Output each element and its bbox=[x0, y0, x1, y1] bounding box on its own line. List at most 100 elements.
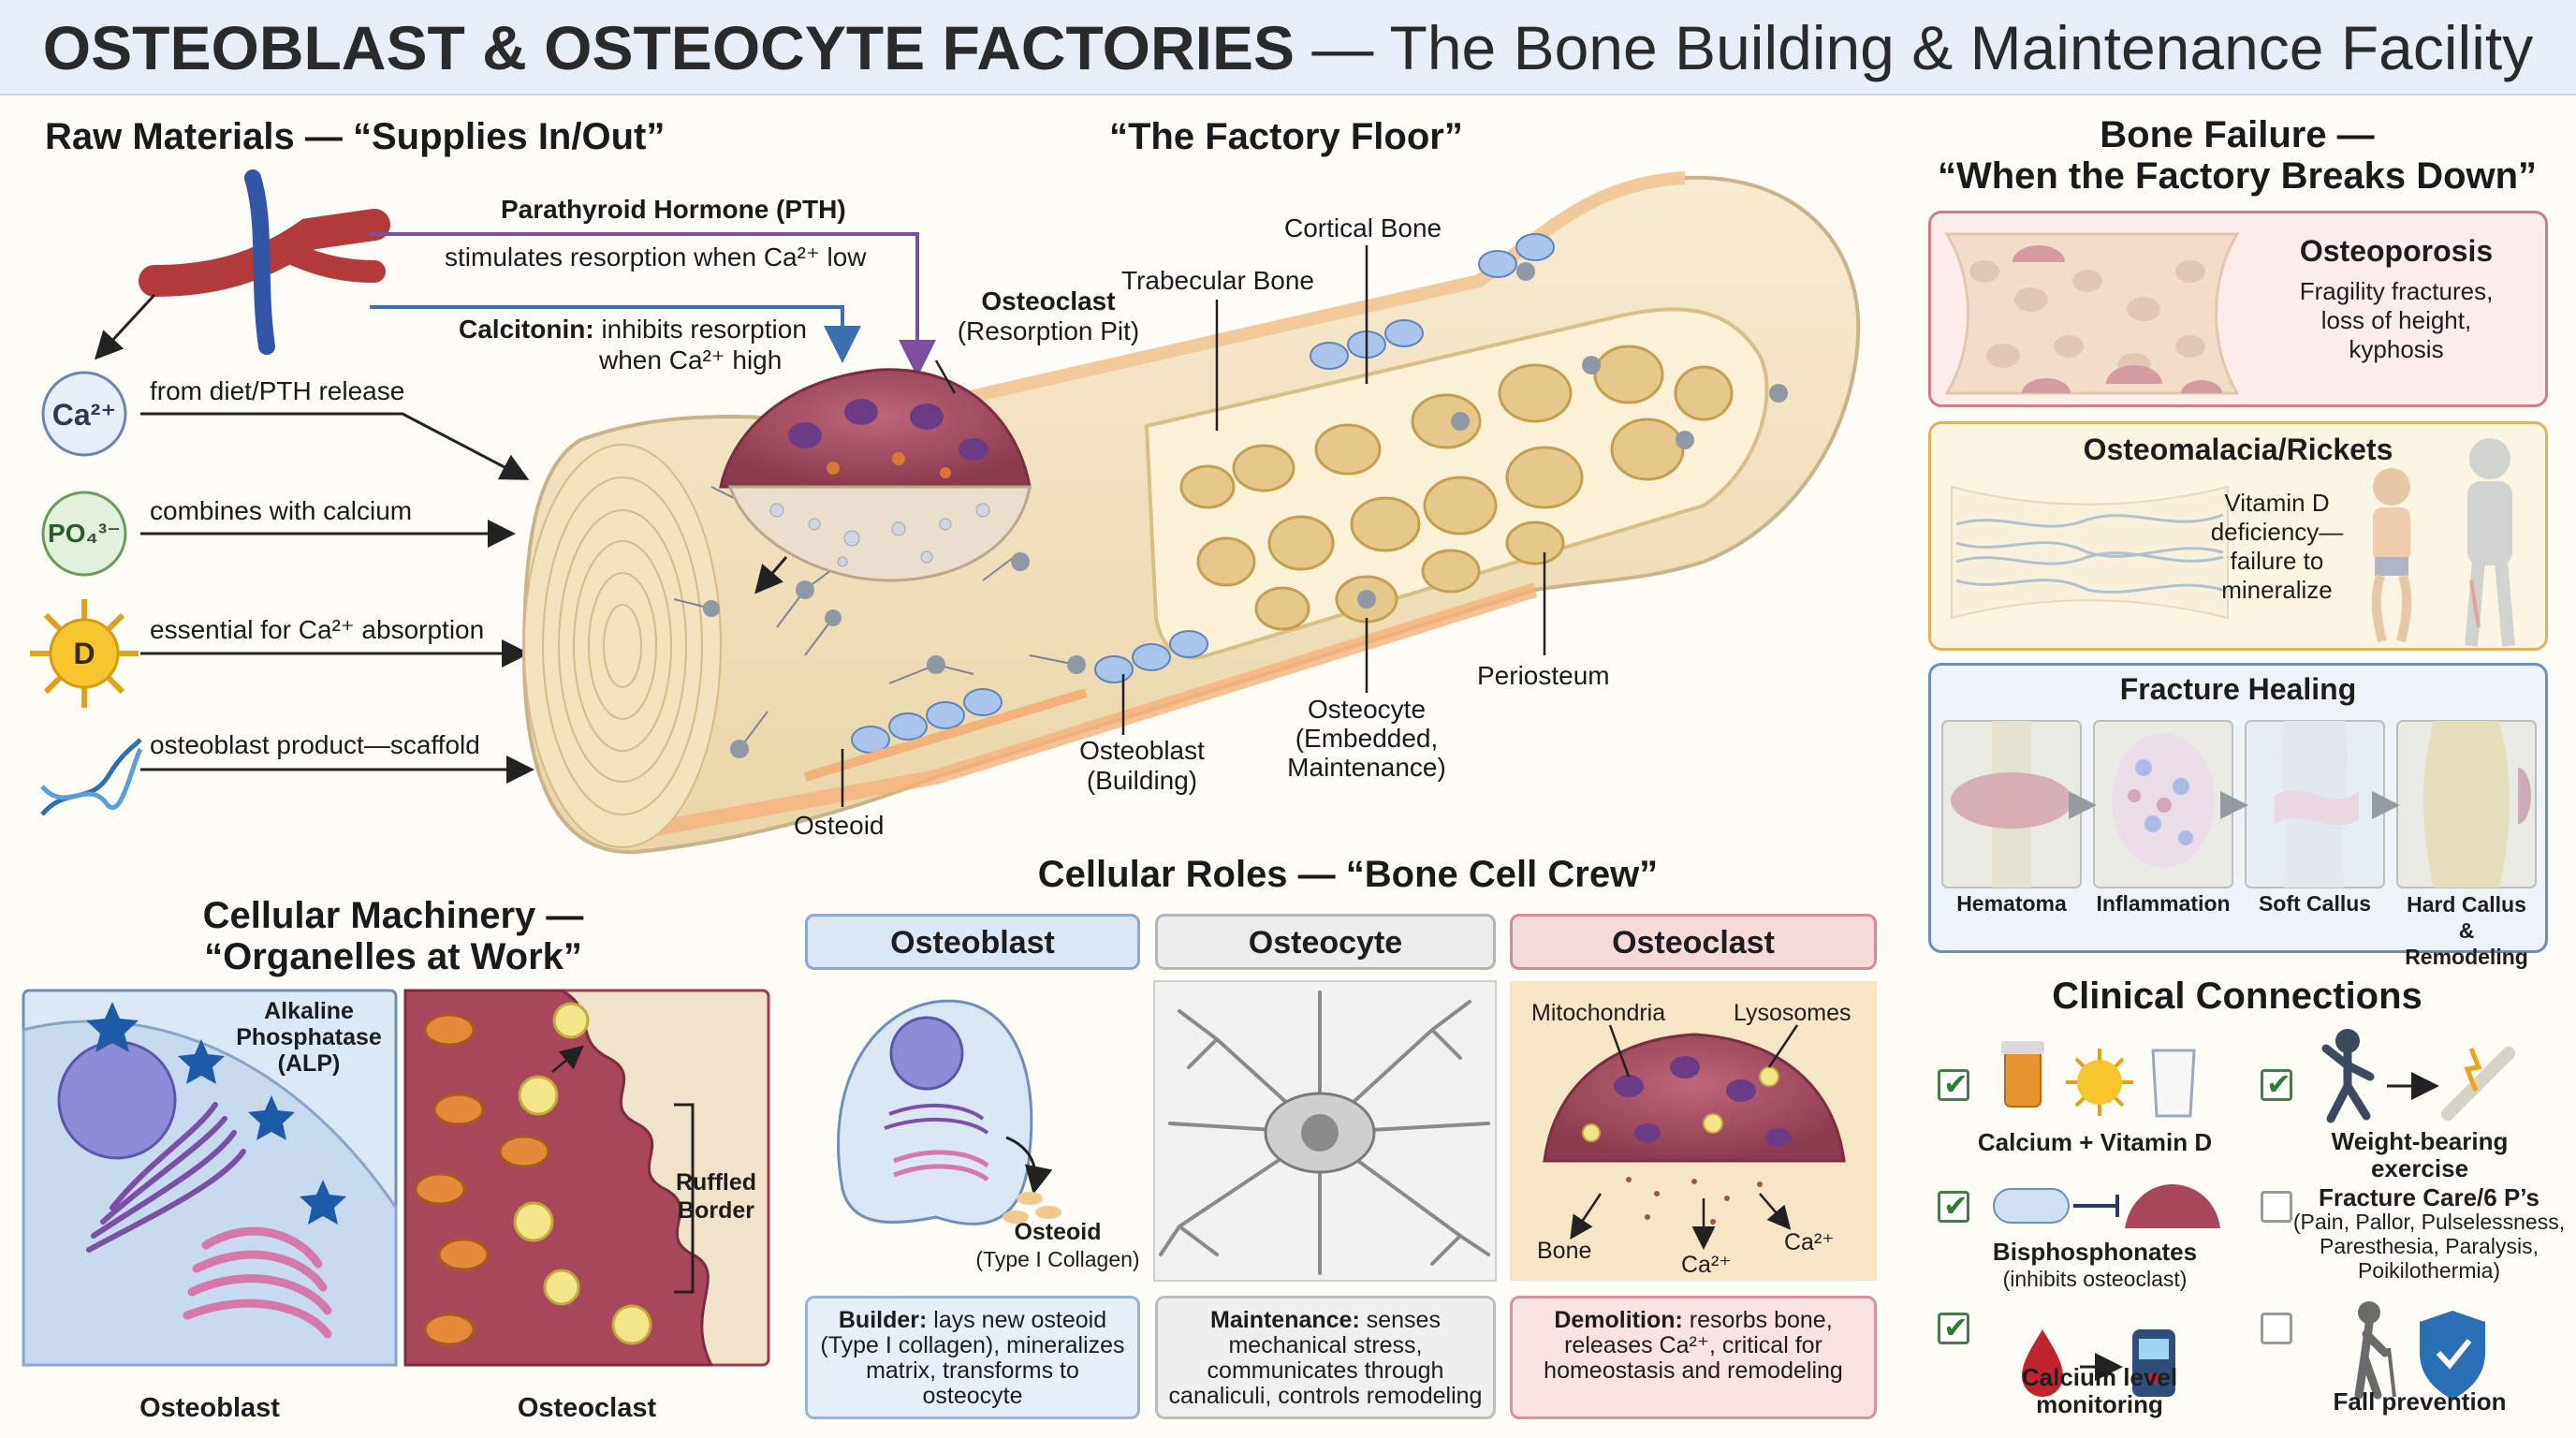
monitoring-line-2: monitoring bbox=[2036, 1390, 2163, 1418]
pth-title: Parathyroid Hormone (PTH) bbox=[501, 195, 846, 224]
osteoporosis-desc-3: kyphosis bbox=[2349, 335, 2444, 363]
osteoporosis-desc: Fragility fractures, loss of height, kyp… bbox=[2247, 277, 2546, 364]
crew-osteoid-label: Osteoid bbox=[1014, 1219, 1102, 1245]
alp-line-1: Alkaline bbox=[264, 998, 354, 1024]
crew-ca-label-2: Ca²⁺ bbox=[1784, 1229, 1835, 1255]
fracture-care-sub-1: (Pain, Pallor, Pulselessness, bbox=[2292, 1210, 2566, 1234]
monitoring-line-1: Calcium level bbox=[2021, 1363, 2178, 1391]
crew-osteoblast-title: Osteoblast bbox=[805, 914, 1140, 970]
osteomalacia-desc-2: deficiency— bbox=[2210, 518, 2344, 546]
crew-osteoclast-title: Osteoclast bbox=[1510, 914, 1877, 970]
osteocyte-sublabel-2: Maintenance) bbox=[1287, 753, 1446, 782]
fracture-care-line-1: Fracture Care/6 P’s bbox=[2318, 1183, 2540, 1211]
machinery-title-1: Cellular Machinery — bbox=[202, 895, 584, 936]
cortical-label: Cortical Bone bbox=[1284, 213, 1442, 242]
osteomalacia-title: Osteomalacia/Rickets bbox=[2083, 433, 2393, 466]
ruffled-line-1: Ruffled bbox=[675, 1169, 757, 1196]
osteomalacia-desc-4: mineralize bbox=[2221, 576, 2333, 604]
checkbox-bisphosphonates[interactable] bbox=[1938, 1188, 1969, 1224]
osteoporosis-panel bbox=[1928, 211, 2548, 407]
osteoclast-label: Osteoclast bbox=[981, 286, 1116, 315]
osteoblast-role: Builder: bbox=[838, 1307, 928, 1333]
calcium-text: from diet/PTH release bbox=[150, 376, 405, 405]
crew-osteocyte-title: Osteocyte bbox=[1155, 914, 1496, 970]
checkbox-calcium[interactable] bbox=[1938, 1066, 1969, 1102]
bisphosphonates-sub: (inhibits osteoclast) bbox=[2002, 1267, 2188, 1291]
fracture-stage-soft-callus: Soft Callus bbox=[2258, 891, 2372, 916]
calcium-vitamin-d-icons bbox=[2001, 1041, 2196, 1118]
osteoclast-role-text: resorbs bone, releases Ca²⁺, critical fo… bbox=[1544, 1307, 1843, 1384]
clinical-bisphosphonates-label: Bisphosphonates (inhibits osteoclast) bbox=[1973, 1238, 2217, 1292]
clinical-fracture-care-label: Fracture Care/6 P’s (Pain, Pallor, Pulse… bbox=[2289, 1185, 2569, 1283]
phosphate-text: combines with calcium bbox=[150, 496, 413, 525]
long-bone bbox=[521, 171, 1861, 855]
title-bold: OSTEOBLAST & OSTEOCYTE FACTORIES bbox=[42, 13, 1295, 82]
hard-callus-line-1: Hard Callus & bbox=[2407, 892, 2526, 943]
osteoclast-role: Demolition: bbox=[1554, 1307, 1683, 1333]
weight-bearing-icons bbox=[2321, 1029, 2515, 1123]
calcitonin-bold: Calcitonin: bbox=[459, 315, 594, 344]
osteocyte-role-text: senses mechanical stress, communicates t… bbox=[1168, 1307, 1483, 1409]
osteoid-label: Osteoid bbox=[794, 811, 885, 840]
blood-vessel-icon bbox=[139, 169, 390, 355]
calcitonin-rest: inhibits resorption bbox=[593, 315, 807, 344]
vitamin-d-symbol: D bbox=[73, 637, 95, 670]
osteocyte-sublabel-1: (Embedded, bbox=[1295, 724, 1439, 753]
fracture-care-sub-2: Paresthesia, Paralysis, bbox=[2320, 1234, 2539, 1258]
crew-osteoclast-desc: Demolition: resorbs bone, releases Ca²⁺,… bbox=[1510, 1296, 1877, 1419]
ruffled-line-2: Border bbox=[678, 1197, 754, 1224]
vitamin-d-sun-icon bbox=[30, 599, 139, 708]
osteoblast-organelles-art bbox=[22, 989, 398, 1367]
fall-prevention-icons bbox=[2354, 1301, 2485, 1400]
checkbox-fracture-care[interactable] bbox=[2261, 1191, 2292, 1223]
factory-floor-title: “The Factory Floor” bbox=[1109, 116, 1463, 157]
machinery-osteoclast-caption: Osteoclast bbox=[517, 1393, 657, 1423]
alp-line-3: (ALP) bbox=[277, 1050, 341, 1077]
bisphosphonates-line-1: Bisphosphonates bbox=[1992, 1238, 2198, 1266]
checkbox-calcium-monitoring[interactable] bbox=[1938, 1310, 1969, 1345]
osteomalacia-panel bbox=[1928, 421, 2548, 651]
crew-title: Cellular Roles — “Bone Cell Crew” bbox=[1037, 854, 1659, 895]
osteomalacia-desc-3: failure to bbox=[2230, 547, 2324, 575]
checkbox-fall-prevention[interactable] bbox=[2261, 1313, 2292, 1344]
machinery-title-2: “Organelles at Work” bbox=[204, 936, 582, 977]
crew-osteoclast-art bbox=[1510, 981, 1877, 1281]
crew-osteoblast-art bbox=[837, 999, 1061, 1225]
clinical-calcium-label: Calcium + Vitamin D bbox=[1977, 1128, 2213, 1156]
failure-title-1: Bone Failure — bbox=[2100, 114, 2375, 155]
crew-lysosomes-label: Lysosomes bbox=[1734, 1000, 1852, 1026]
osteoporosis-title: Osteoporosis bbox=[2299, 234, 2494, 268]
hard-callus-line-2: Remodeling bbox=[2405, 945, 2528, 969]
fracture-stage-inflammation: Inflammation bbox=[2096, 891, 2231, 916]
collagen-text: osteoblast product—scaffold bbox=[150, 730, 480, 759]
fracture-healing-title: Fracture Healing bbox=[2119, 672, 2357, 706]
vitamin-d-text: essential for Ca²⁺ absorption bbox=[150, 615, 485, 644]
clinical-monitoring-label: Calcium level monitoring bbox=[1973, 1364, 2226, 1418]
crew-osteoid-sublabel: (Type I Collagen) bbox=[975, 1247, 1140, 1271]
crew-osteocyte-art bbox=[1153, 980, 1497, 1282]
crew-osteoblast-desc: Builder: lays new osteoid (Type I collag… bbox=[805, 1296, 1140, 1419]
calcium-symbol: Ca²⁺ bbox=[51, 398, 117, 432]
collagen-dna-icon bbox=[40, 738, 143, 816]
crew-osteocyte-desc: Maintenance: senses mechanical stress, c… bbox=[1155, 1296, 1496, 1419]
osteomalacia-desc: Vitamin D deficiency— failure to mineral… bbox=[2195, 489, 2359, 605]
calcitonin-text2: when Ca²⁺ high bbox=[599, 345, 783, 374]
crew-ca-label-1: Ca²⁺ bbox=[1681, 1252, 1732, 1278]
alp-line-2: Phosphatase bbox=[236, 1024, 382, 1050]
fracture-care-sub-3: Poikilothermia) bbox=[2357, 1258, 2501, 1283]
phosphate-symbol: PO₄³⁻ bbox=[48, 519, 121, 548]
checkbox-weight-bearing[interactable] bbox=[2261, 1066, 2292, 1102]
fracture-healing-panel bbox=[1928, 663, 2548, 953]
clinical-weight-bearing-label: Weight-bearing exercise bbox=[2312, 1128, 2527, 1182]
weight-bearing-line-1: Weight-bearing bbox=[2331, 1127, 2509, 1155]
crew-mitochondria-label: Mitochondria bbox=[1531, 1000, 1666, 1026]
osteoporosis-desc-1: Fragility fractures, bbox=[2299, 277, 2494, 305]
osteoclast-organelles-art bbox=[403, 989, 770, 1367]
calcitonin-text: Calcitonin: inhibits resorption bbox=[459, 315, 807, 345]
failure-title-2: “When the Factory Breaks Down” bbox=[1937, 155, 2538, 197]
periosteum-label: Periosteum bbox=[1477, 661, 1610, 690]
osteoblast-label: Osteoblast bbox=[1079, 736, 1205, 765]
calcium-monitoring-icons bbox=[2022, 1329, 2175, 1397]
osteoblast-role-text: lays new osteoid (Type I collagen), mine… bbox=[820, 1307, 1125, 1409]
weight-bearing-line-2: exercise bbox=[2370, 1154, 2469, 1182]
